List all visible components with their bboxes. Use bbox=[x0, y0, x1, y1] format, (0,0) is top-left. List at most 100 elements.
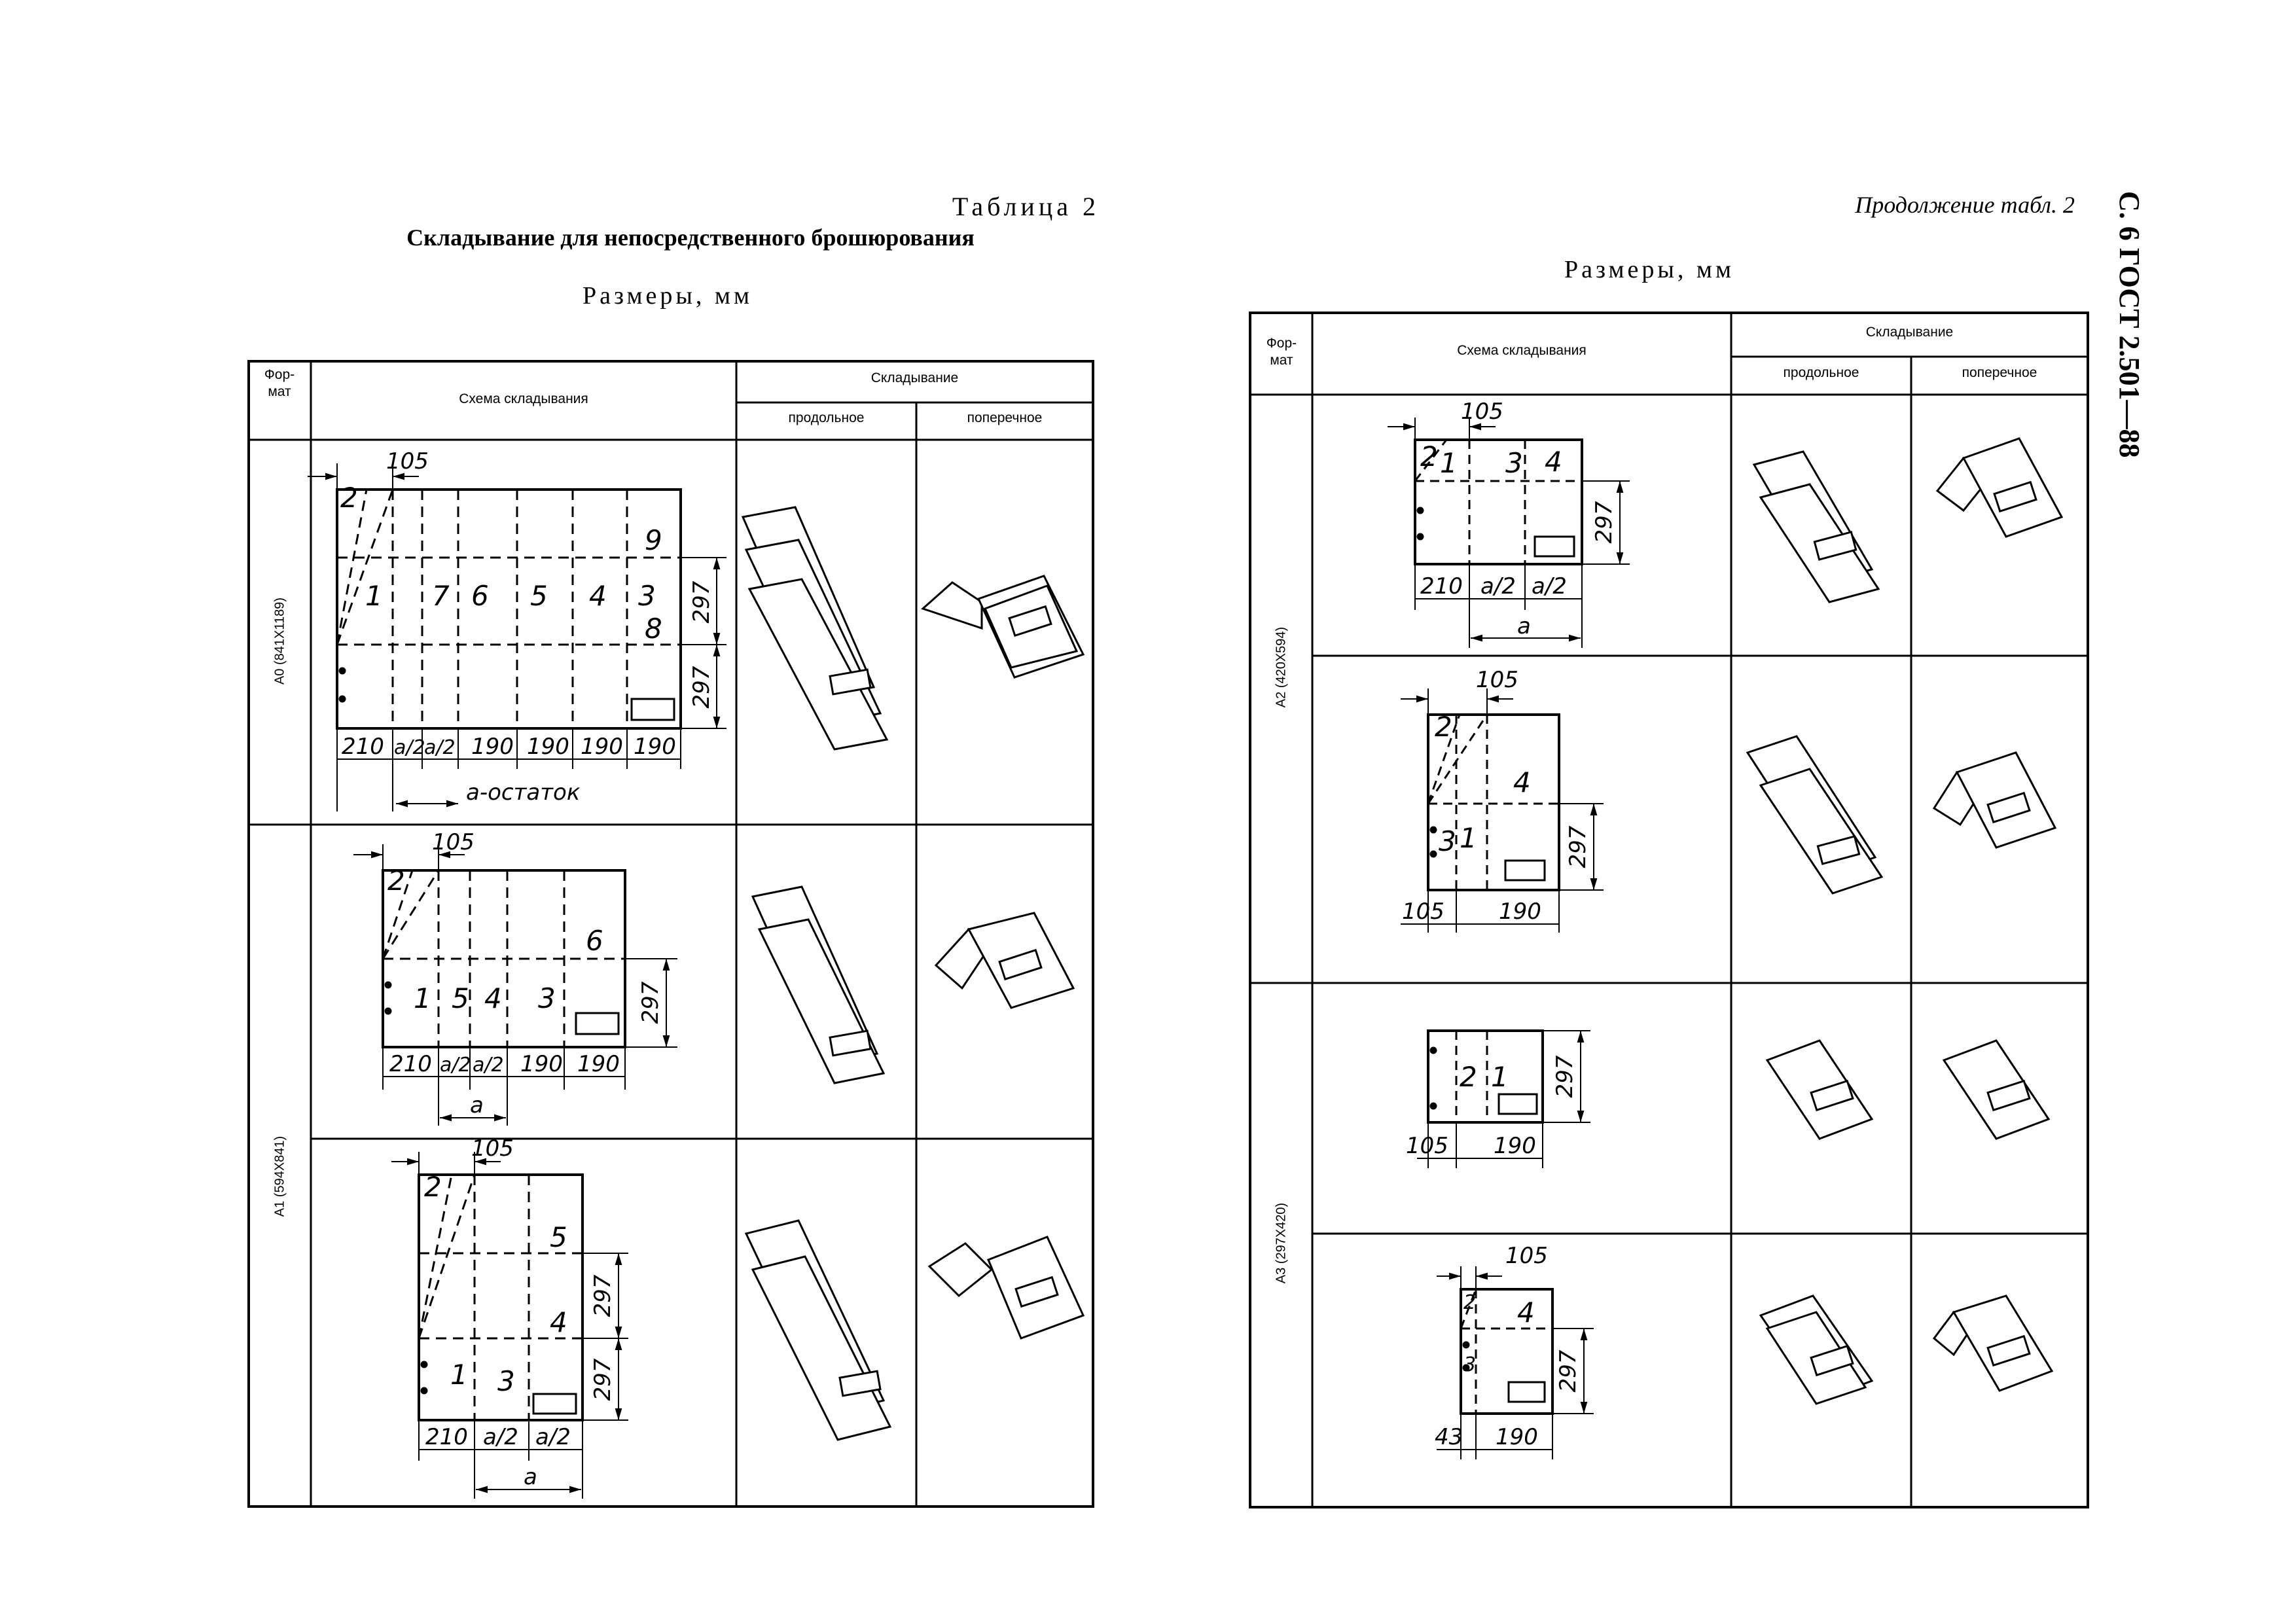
fold-illustration-a3a-long bbox=[1765, 1039, 1874, 1140]
scheme-a3-second: 105 43 190 297 2 3 4 bbox=[1435, 1243, 1594, 1459]
a1b-panel-num: 5 bbox=[550, 1221, 567, 1253]
continuation-label: Продолжение табл. 2 bbox=[1855, 192, 2075, 218]
a0-dim: a/2 bbox=[424, 736, 456, 759]
header-folding: Складывание bbox=[870, 370, 959, 385]
fold-illustration-a1b-long bbox=[744, 1219, 892, 1441]
a0-panel-num: 3 bbox=[638, 580, 656, 612]
a2b-panel-num: 4 bbox=[1513, 766, 1531, 798]
a3b-dim: 190 bbox=[1496, 1424, 1538, 1450]
a0-panel-num: 6 bbox=[471, 580, 489, 612]
scheme-a3-first: 105 190 297 2 1 bbox=[1406, 1029, 1590, 1168]
a0-dim: 190 bbox=[581, 734, 623, 760]
a1a-dim: a/2 bbox=[473, 1054, 504, 1077]
a3a-dim-297: 297 bbox=[1552, 1055, 1578, 1097]
a2a-top-dim: 105 bbox=[1461, 399, 1503, 425]
a1a-dim-297: 297 bbox=[637, 981, 664, 1024]
header-format-r: Фор- мат bbox=[1266, 336, 1297, 368]
fold-illustration-a1a-trans bbox=[934, 912, 1075, 1009]
a2b-panel-num: 1 bbox=[1460, 822, 1477, 854]
a3b-panel-num: 2 bbox=[1463, 1291, 1476, 1314]
a1b-dim-297: 297 bbox=[590, 1358, 616, 1400]
fold-illustration-a3b-long bbox=[1759, 1294, 1874, 1405]
fold-illustration-a2b-long bbox=[1746, 735, 1884, 895]
fold-illustration-a0-long bbox=[741, 506, 889, 751]
a1a-panel-num: 6 bbox=[586, 925, 603, 957]
scheme-a1-first: 105 210 a/2 a/2 190 190 a 297 2 1 5 4 3 … bbox=[353, 829, 677, 1126]
a1a-panel-num: 2 bbox=[387, 865, 405, 897]
a0-dim-297: 297 bbox=[689, 666, 715, 708]
a1b-panel-num: 2 bbox=[424, 1171, 442, 1203]
a2a-panel-num: 4 bbox=[1545, 446, 1562, 478]
header-longitudinal-r: продольное bbox=[1783, 365, 1859, 380]
a3a-dim: 190 bbox=[1494, 1133, 1536, 1159]
a2b-panel-num: 2 bbox=[1435, 711, 1452, 743]
a0-dim: 190 bbox=[634, 734, 676, 760]
fold-illustration-a3b-trans bbox=[1932, 1294, 2054, 1392]
gost-stamp: С. 6 ГОСТ 2.501—88 bbox=[2113, 191, 2145, 458]
header-format: Фор- мат bbox=[264, 367, 295, 399]
a2b-dim: 190 bbox=[1499, 899, 1541, 925]
a0-panel-num: 2 bbox=[340, 482, 358, 514]
scheme-a0: 105 210 a/2 a/2 190 190 190 190 a-остато… bbox=[308, 448, 726, 812]
header-transverse-r: поперечное bbox=[1962, 365, 2037, 380]
a2a-dim: 210 bbox=[1420, 573, 1463, 599]
units-right: Размеры, мм bbox=[1564, 256, 1734, 283]
scheme-a2-first: 105 210 a/2 a/2 a 297 2 1 3 4 bbox=[1388, 399, 1630, 648]
a0-dim: 190 bbox=[527, 734, 569, 760]
table-label: Таблица 2 bbox=[952, 192, 1100, 221]
a2a-dim: a/2 bbox=[1480, 573, 1516, 599]
a0-panel-num: 4 bbox=[589, 580, 607, 612]
a2a-panel-num: 1 bbox=[1440, 447, 1458, 479]
fold-illustration-a2b-trans bbox=[1932, 751, 2057, 849]
fold-illustration-a0-trans bbox=[921, 575, 1085, 679]
table-title: Складывание для непосредственного брошюр… bbox=[406, 224, 975, 251]
a0-dim: 190 bbox=[471, 734, 514, 760]
a3a-panel-num: 2 bbox=[1460, 1061, 1477, 1093]
a3b-panel-num: 4 bbox=[1517, 1296, 1535, 1329]
a1a-panel-num: 3 bbox=[538, 982, 556, 1014]
header-longitudinal: продольное bbox=[788, 410, 865, 425]
a3b-top-dim: 105 bbox=[1505, 1243, 1548, 1269]
a2b-dim-297: 297 bbox=[1565, 825, 1591, 868]
header-folding-r: Складывание bbox=[1865, 325, 1954, 340]
a0-top-dim: 105 bbox=[386, 448, 429, 474]
a1a-dim: 210 bbox=[389, 1051, 432, 1077]
a2a-dim-297: 297 bbox=[1591, 501, 1617, 543]
a1a-panel-num: 1 bbox=[414, 982, 431, 1014]
fold-illustration-a3a-trans bbox=[1942, 1039, 2051, 1140]
a0-dim: a/2 bbox=[394, 736, 425, 759]
a2a-panel-num: 3 bbox=[1505, 447, 1523, 479]
a0-panel-num: 5 bbox=[530, 580, 548, 612]
a1b-panel-num: 3 bbox=[497, 1365, 515, 1397]
scheme-a2-second: 105 105 190 297 2 1 3 4 bbox=[1401, 667, 1604, 933]
a1b-top-dim: 105 bbox=[471, 1135, 514, 1162]
right-table-grid bbox=[1249, 312, 2089, 1508]
a2b-panel-num: 3 bbox=[1439, 825, 1456, 857]
a3a-panel-num: 1 bbox=[1491, 1061, 1509, 1093]
a3a-dim: 105 bbox=[1406, 1133, 1448, 1159]
fold-illustration-a2a-trans bbox=[1935, 437, 2064, 538]
a2b-dim: 105 bbox=[1402, 899, 1444, 925]
a1b-span: a bbox=[524, 1464, 537, 1490]
a3b-dim-297: 297 bbox=[1555, 1349, 1581, 1392]
a1b-dim: a/2 bbox=[535, 1424, 571, 1450]
a0-panel-num: 8 bbox=[645, 613, 662, 645]
left-table-grid bbox=[247, 360, 1094, 1508]
a1b-dim-297: 297 bbox=[590, 1274, 616, 1317]
a1b-dim: 210 bbox=[425, 1424, 468, 1450]
fold-illustration-a1b-trans bbox=[927, 1236, 1085, 1340]
a2a-span: a bbox=[1517, 613, 1531, 639]
header-scheme-r: Схема складывания bbox=[1457, 343, 1587, 358]
a1a-span: a bbox=[470, 1092, 484, 1118]
fold-illustration-a1a-long bbox=[751, 885, 886, 1084]
scheme-a1-second: 105 210 a/2 a/2 a 297 297 2 1 3 5 4 bbox=[391, 1135, 628, 1499]
a0-panel-num: 7 bbox=[432, 580, 450, 612]
header-transverse: поперечное bbox=[967, 410, 1043, 425]
a0-panel-num: 1 bbox=[365, 580, 383, 612]
a1a-panel-num: 5 bbox=[452, 982, 469, 1014]
a1b-panel-num: 1 bbox=[450, 1359, 468, 1391]
a0-dim: 210 bbox=[342, 734, 384, 760]
a1a-panel-num: 4 bbox=[484, 982, 502, 1014]
a2a-panel-num: 2 bbox=[1420, 440, 1438, 473]
